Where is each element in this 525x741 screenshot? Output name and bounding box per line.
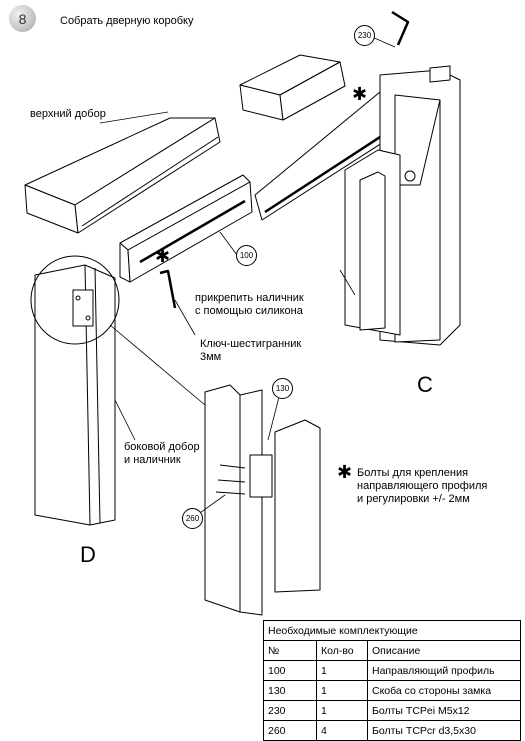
- table-cell-number: 100: [263, 660, 317, 681]
- table-cell-quantity: 4: [316, 720, 368, 741]
- side-extension-d: [34, 264, 116, 526]
- lock-side-assembly: [204, 384, 321, 616]
- table-title: Необходимые комплектующие: [263, 620, 521, 641]
- table-cell-description: Болты TCPei M5x12: [367, 700, 521, 721]
- table-header-row: № Кол-во Описание: [263, 640, 521, 661]
- table-cell-quantity: 1: [316, 700, 368, 721]
- table-row: 100 1 Направляющий профиль: [263, 660, 521, 681]
- hex-key-top: [391, 10, 410, 46]
- detail-circle: [30, 255, 120, 345]
- table-header-description: Описание: [367, 640, 521, 661]
- callout-260: 260: [182, 508, 203, 529]
- label-side-extension-line1: боковой добор: [124, 441, 200, 453]
- table-row: 260 4 Болты TCPcr d3,5x30: [263, 720, 521, 741]
- callout-130: 130: [272, 378, 293, 399]
- callout-230: 230: [354, 25, 375, 46]
- jamb-profile-c: [344, 149, 401, 336]
- label-top-extension: верхний добор: [30, 108, 106, 120]
- table-cell-quantity: 1: [316, 660, 368, 681]
- hex-key: [159, 269, 177, 309]
- label-attach-casing-line2: с помощью силикона: [195, 305, 303, 317]
- step-title: Собрать дверную коробку: [60, 15, 194, 27]
- table-cell-description: Направляющий профиль: [367, 660, 521, 681]
- parts-table: Необходимые комплектующие № Кол-во Описа…: [263, 620, 521, 741]
- top-extension-board-right: [239, 54, 346, 121]
- asterisk-icon-top: ✱: [352, 84, 368, 104]
- label-bolts-note-line2: направляющего профиля: [357, 480, 488, 492]
- view-label-c: C: [417, 372, 433, 397]
- callout-100: 100: [236, 245, 257, 266]
- label-hex-key-line2: 3мм: [200, 351, 222, 363]
- label-side-extension-line2: и наличник: [124, 454, 181, 466]
- asterisk-icon: ✱: [337, 462, 353, 482]
- top-extension-board: [24, 117, 221, 234]
- table-title-row: Необходимые комплектующие: [263, 620, 521, 641]
- label-hex-key-line1: Ключ-шестигранник: [200, 338, 302, 350]
- table-cell-number: 230: [263, 700, 317, 721]
- label-bolts-note-line3: и регулировки +/- 2мм: [357, 493, 470, 505]
- step-number-badge: 8: [9, 5, 36, 32]
- view-label-d: D: [80, 542, 96, 567]
- table-cell-number: 260: [263, 720, 317, 741]
- label-bolts-note-line1: Болты для крепления: [357, 467, 469, 479]
- table-cell-description: Скоба со стороны замка: [367, 680, 521, 701]
- table-row: 130 1 Скоба со стороны замка: [263, 680, 521, 701]
- label-attach-casing-line1: прикрепить наличник: [195, 292, 304, 304]
- table-header-quantity: Кол-во: [316, 640, 368, 661]
- table-header-number: №: [263, 640, 317, 661]
- table-cell-description: Болты TCPcr d3,5x30: [367, 720, 521, 741]
- table-row: 230 1 Болты TCPei M5x12: [263, 700, 521, 721]
- table-cell-quantity: 1: [316, 680, 368, 701]
- table-cell-number: 130: [263, 680, 317, 701]
- asterisk-icon-profile: ✱: [155, 246, 171, 266]
